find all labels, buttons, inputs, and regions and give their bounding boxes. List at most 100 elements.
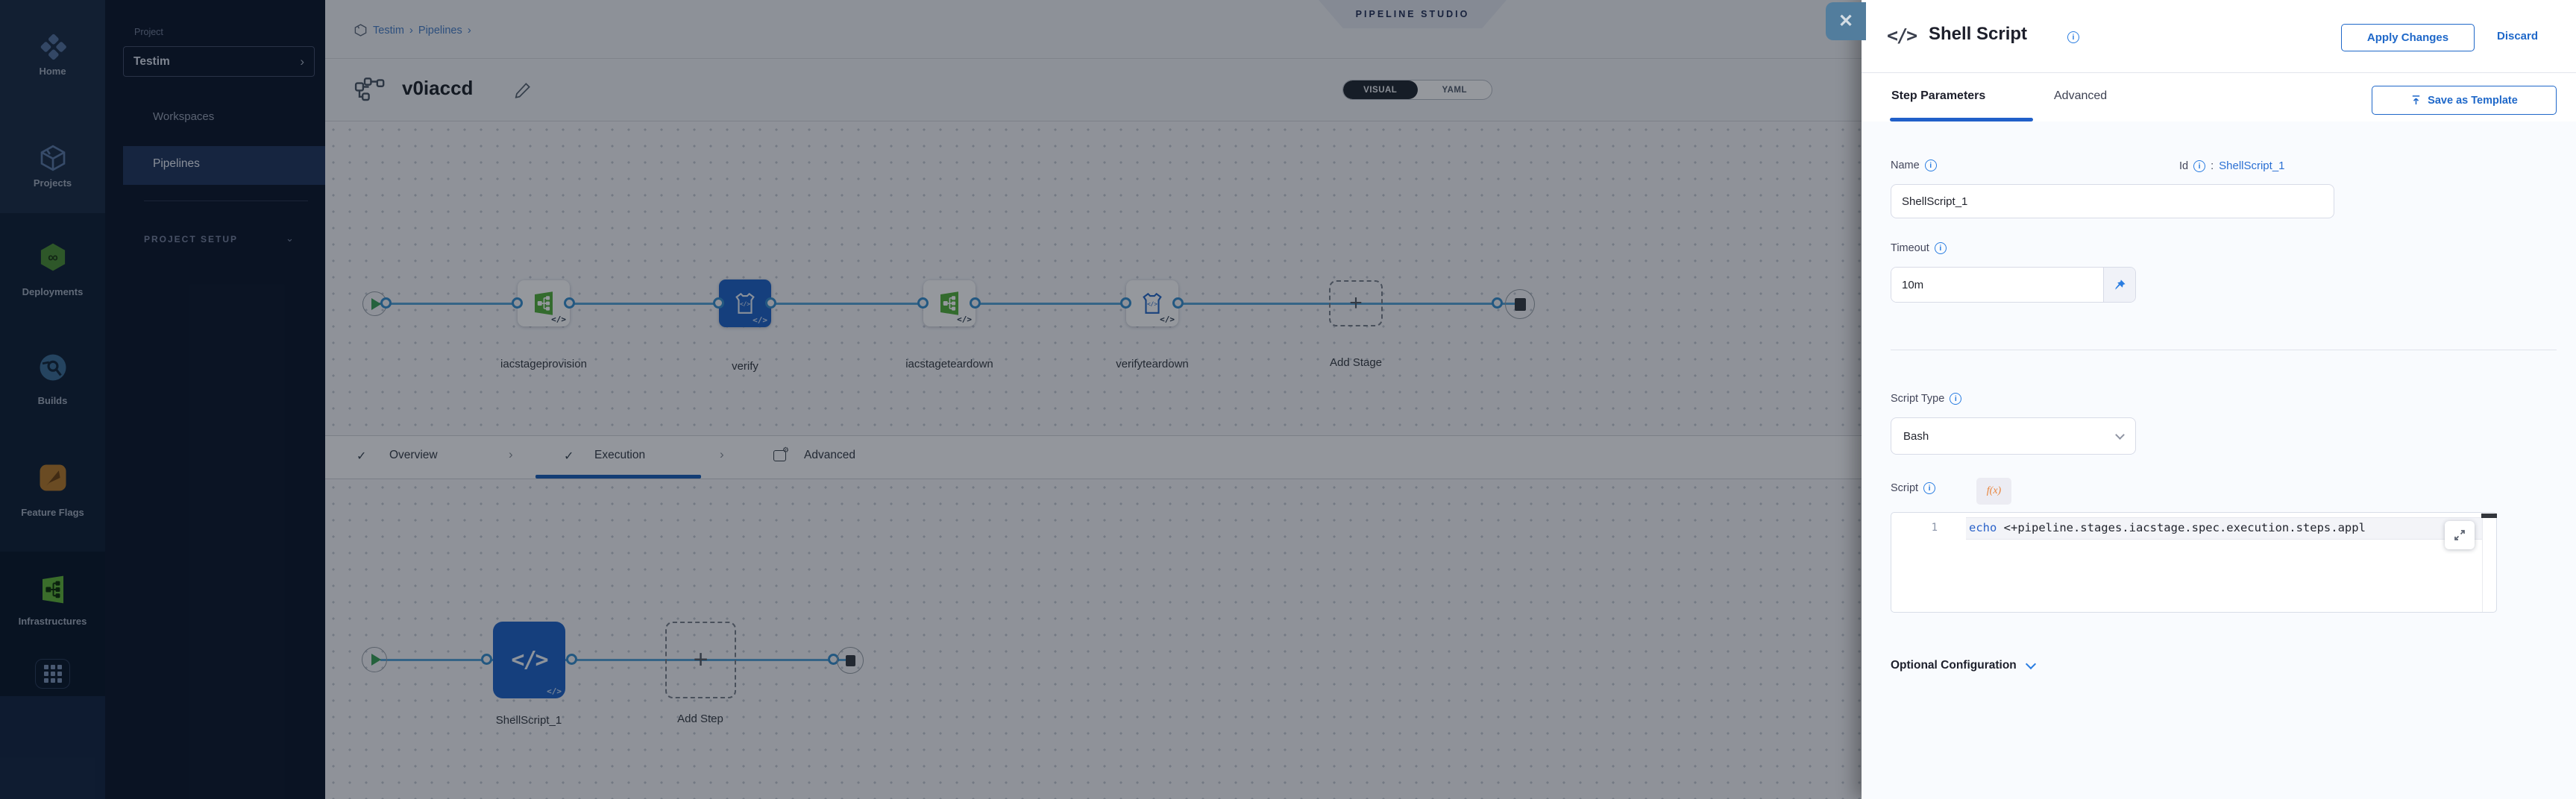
chevron-down-icon[interactable]: ⌄ <box>286 233 294 244</box>
step-label[interactable]: ShellScript_1 <box>495 714 562 727</box>
info-icon[interactable]: i <box>1924 160 1937 171</box>
breadcrumb-link-project[interactable]: Testim <box>373 24 404 37</box>
add-step-button[interactable]: + <box>665 622 736 698</box>
tab-overview[interactable]: Overview <box>389 449 438 461</box>
infrastructures-icon[interactable] <box>0 574 105 609</box>
module-grid-button[interactable] <box>35 659 70 689</box>
drawer-close-button[interactable]: ✕ <box>1826 2 1866 40</box>
script-type-select[interactable]: Bash <box>1891 417 2136 455</box>
editor-scrollbar-thumb[interactable] <box>2481 514 2497 518</box>
project-cube-icon <box>354 24 367 37</box>
tab-advanced[interactable]: Advanced <box>2054 89 2108 102</box>
expand-editor-button[interactable] <box>2445 521 2475 549</box>
svg-text:∞: ∞ <box>48 250 58 266</box>
add-stage-button[interactable]: + <box>1329 280 1383 326</box>
svg-text:</>: </> <box>1147 301 1157 308</box>
script-type-field-label: Script Type i <box>1891 393 1962 405</box>
tab-advanced[interactable]: Advanced <box>804 449 855 461</box>
name-input[interactable] <box>1891 184 2334 218</box>
save-as-template-label: Save as Template <box>2428 94 2518 107</box>
title-bar <box>325 60 1862 121</box>
step-start-node[interactable] <box>362 647 387 672</box>
execution-canvas[interactable] <box>325 479 1862 799</box>
projects-icon[interactable] <box>0 143 105 177</box>
script-code-editor[interactable]: 1 echo <+pipeline.stages.iacstage.spec.e… <box>1891 512 2497 613</box>
stop-icon <box>1514 297 1526 311</box>
pin-button[interactable] <box>2103 268 2135 302</box>
breadcrumb-link-pipelines[interactable]: Pipelines <box>418 24 462 37</box>
custom-stage-green-icon <box>535 291 553 315</box>
nav-group-bottom <box>0 696 105 799</box>
drawer-header: </> Shell Script i Apply Changes Discard <box>1862 0 2576 73</box>
info-icon[interactable]: i <box>2193 160 2206 172</box>
builds-icon[interactable] <box>0 352 105 387</box>
shell-script-drawer: </> Shell Script i Apply Changes Discard… <box>1862 0 2576 799</box>
connector-port <box>481 654 492 665</box>
nav-item-home[interactable]: Home <box>39 66 66 77</box>
stage-node-verify-selected[interactable]: </> </> <box>719 280 771 327</box>
stop-icon <box>845 654 855 666</box>
timeout-input[interactable] <box>1891 268 2103 302</box>
pipeline-studio-badge-label: PIPELINE STUDIO <box>1355 9 1470 19</box>
tab-execution[interactable]: Execution <box>594 449 646 461</box>
stage-canvas[interactable] <box>325 121 1862 435</box>
stage-node-iacstageprovision[interactable]: </> <box>518 280 570 326</box>
optional-configuration-toggle[interactable]: Optional Configuration <box>1891 658 2036 672</box>
toggle-visual[interactable]: VISUAL <box>1343 80 1418 99</box>
nav-item-feature-flags[interactable]: Feature Flags <box>21 507 84 518</box>
modal-dim-overlay[interactable] <box>0 0 1862 799</box>
discard-button[interactable]: Discard <box>2497 30 2539 42</box>
name-field-label: Name i <box>1891 160 1937 171</box>
pipeline-name: v0iaccd <box>402 77 474 99</box>
stage-label[interactable]: iacstageteardown <box>905 358 993 370</box>
line-number: 1 <box>1931 522 1938 534</box>
stage-label[interactable]: iacstageprovision <box>500 358 587 370</box>
step-node-shellscript[interactable]: </> </> <box>493 622 565 698</box>
connector-port <box>1120 297 1131 309</box>
id-label-text: Id <box>2179 160 2189 172</box>
pin-icon <box>2114 279 2126 290</box>
project-selector[interactable]: Testim › <box>123 46 315 77</box>
info-icon[interactable]: i <box>2067 31 2079 43</box>
nav-item-projects[interactable]: Projects <box>33 177 72 189</box>
code-badge: </> <box>1160 315 1175 324</box>
tab-execution-underline <box>535 475 701 479</box>
toggle-yaml[interactable]: YAML <box>1442 85 1468 95</box>
stage-node-verifyteardown[interactable]: </> </> <box>1126 280 1178 326</box>
tab-step-parameters[interactable]: Step Parameters <box>1891 89 1986 102</box>
play-icon <box>371 654 381 666</box>
deployments-icon[interactable]: ∞ <box>0 241 105 277</box>
nav-item-infrastructures[interactable]: Infrastructures <box>18 616 87 627</box>
chevron-right-icon: › <box>720 447 724 461</box>
nav-item-workspaces[interactable]: Workspaces <box>153 110 215 123</box>
nav-item-builds[interactable]: Builds <box>37 395 68 406</box>
grid-icon <box>43 665 62 683</box>
breadcrumb: Testim › Pipelines › <box>354 23 471 37</box>
info-icon[interactable]: i <box>1950 393 1962 405</box>
project-setup-label[interactable]: PROJECT SETUP <box>144 234 239 244</box>
connector-port <box>380 297 392 309</box>
script-type-value: Bash <box>1903 429 1929 443</box>
project-section-label: Project <box>134 27 163 37</box>
home-icon[interactable] <box>0 33 105 65</box>
expression-fx-button[interactable]: f(x) <box>1976 478 2011 505</box>
breadcrumb-separator: › <box>409 24 413 37</box>
project-selector-value: Testim <box>133 54 170 68</box>
nav-item-pipelines[interactable]: Pipelines <box>123 146 325 185</box>
info-icon[interactable]: i <box>1934 242 1947 254</box>
tab-step-parameters-underline <box>1890 118 2033 121</box>
add-stage-label[interactable]: Add Stage <box>1329 356 1383 369</box>
code-badge: </> <box>753 315 767 325</box>
feature-flags-icon[interactable] <box>0 462 105 497</box>
edit-pencil-icon[interactable] <box>513 80 533 100</box>
nav-item-deployments[interactable]: Deployments <box>22 286 84 297</box>
code-line[interactable]: echo <+pipeline.stages.iacstage.spec.exe… <box>1969 521 2494 534</box>
apply-changes-button[interactable]: Apply Changes <box>2341 24 2475 51</box>
add-step-label[interactable]: Add Step <box>677 713 723 725</box>
stage-node-iacstageteardown[interactable]: </> <box>923 280 976 326</box>
save-as-template-button[interactable]: Save as Template <box>2372 86 2557 115</box>
stage-label[interactable]: verifyteardown <box>1116 358 1189 370</box>
stage-label[interactable]: verify <box>732 360 758 373</box>
info-icon[interactable]: i <box>1923 482 1936 494</box>
